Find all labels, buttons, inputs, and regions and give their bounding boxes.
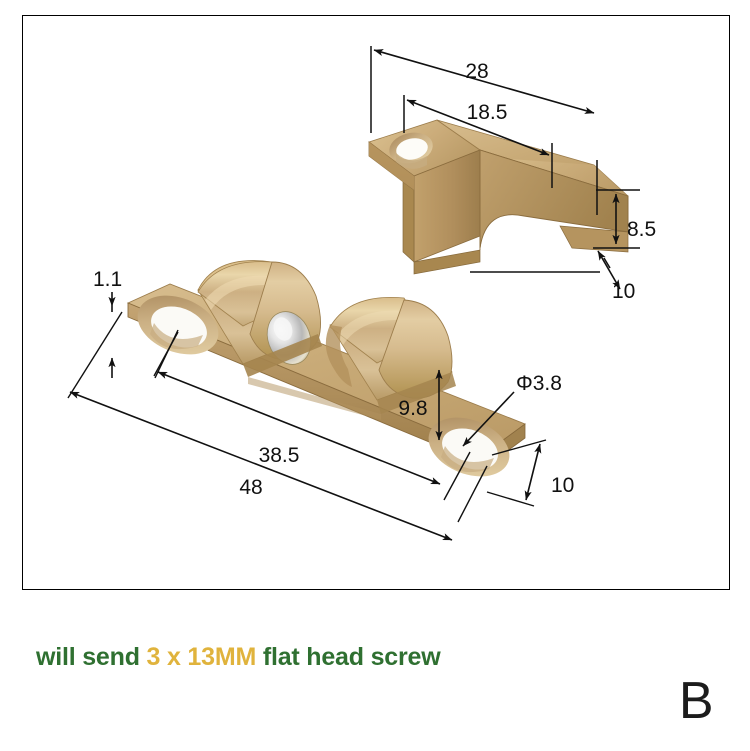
part-letter-badge: B [678,672,714,730]
caption-lead: will send [36,643,147,671]
drawing-frame [22,15,730,590]
caption-tail: flat head screw [256,643,441,671]
caption: will send 3 x 13MM flat head screw [36,643,441,672]
caption-highlight: 3 x 13MM [146,643,257,671]
